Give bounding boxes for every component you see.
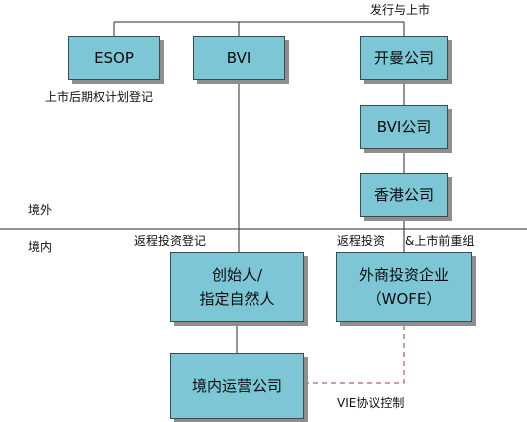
vie-agreement-annotation: VIE协议控制 xyxy=(337,396,405,410)
founder-node: 创始人/ 指定自然人 xyxy=(170,252,304,322)
kaiman-company-node: 开曼公司 xyxy=(360,36,448,80)
wofe-label: 外商投资企业 （WOFE） xyxy=(358,266,449,308)
domestic-company-node: 境内运营公司 xyxy=(170,353,304,419)
return-investment-registration-annotation: 返程投资登记 xyxy=(134,234,207,248)
esop-registration-annotation: 上市后期权计划登记 xyxy=(45,90,154,104)
wofe-node: 外商投资企业 （WOFE） xyxy=(336,252,472,322)
listing-annotation: 发行与上市 xyxy=(370,3,431,17)
bvi-top-label: BVI xyxy=(226,49,252,67)
bvi-top-node: BVI xyxy=(193,36,285,80)
hk-company-node: 香港公司 xyxy=(360,173,448,217)
domestic-company-label: 境内运营公司 xyxy=(191,377,282,395)
return-investment-annotation: 返程投资 xyxy=(337,234,386,248)
domestic-label: 境内 xyxy=(28,240,53,254)
founder-label: 创始人/ 指定自然人 xyxy=(199,266,275,308)
vie-dashed-line xyxy=(304,322,405,384)
hk-company-label: 香港公司 xyxy=(373,186,434,204)
esop-label: ESOP xyxy=(94,49,134,67)
esop-node: ESOP xyxy=(68,36,160,80)
pre-listing-restructure-annotation: &上市前重组 xyxy=(405,234,475,248)
kaiman-company-label: 开曼公司 xyxy=(373,49,434,67)
bvi-company-node: BVI公司 xyxy=(360,105,448,149)
bvi-company-label: BVI公司 xyxy=(376,118,432,136)
overseas-label: 境外 xyxy=(28,203,53,217)
